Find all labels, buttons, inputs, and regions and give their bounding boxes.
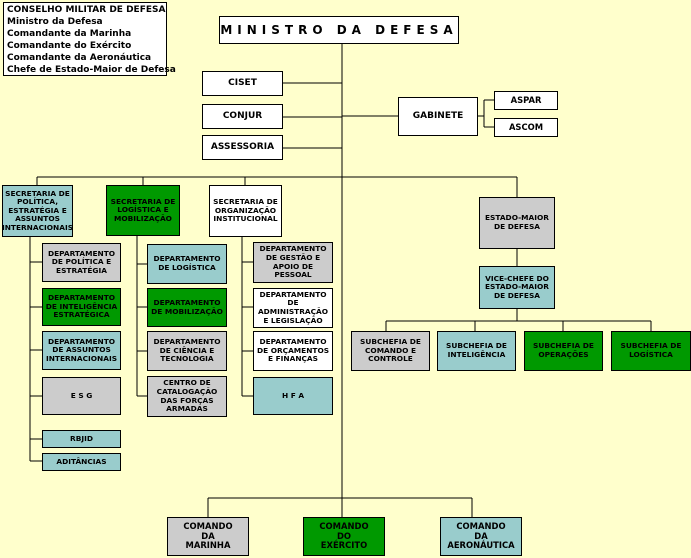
council-member: Comandante da Aeronáutica: [7, 53, 152, 64]
depto-gestao-pessoal[interactable]: DEPARTAMENTO DE GESTÃO E APOIO DE PESSOA…: [253, 242, 333, 283]
hfa-box[interactable]: H F A: [253, 377, 333, 415]
council-member: Comandante da Marinha: [7, 29, 132, 40]
aspar-box[interactable]: ASPAR: [494, 91, 558, 110]
gabinete-box[interactable]: GABINETE: [398, 97, 478, 136]
subchefia-logistica[interactable]: SUBCHEFIA DE LOGÍSTICA: [611, 331, 691, 371]
council-title: CONSELHO MILITAR DE DEFESA: [7, 5, 166, 15]
depto-inteligencia-estrategica[interactable]: DEPARTAMENTO DE INTELIGÊNCIA ESTRATÉGICA: [42, 288, 121, 326]
secretaria-logistica-mobilizacao[interactable]: SECRETARIA DE LOGÍSTICA E MOBILIZAÇÃO: [106, 185, 180, 236]
council-member: Comandante do Exército: [7, 41, 132, 52]
subchefia-inteligencia[interactable]: SUBCHEFIA DE INTELIGÊNCIA: [437, 331, 516, 371]
subchefia-operacoes[interactable]: SUBCHEFIA DE OPERAÇÕES: [524, 331, 603, 371]
secretaria-politica-estrategia[interactable]: SECRETARIA DE POLÍTICA, ESTRATÉGIA E ASS…: [2, 185, 73, 237]
secretaria-organizacao-institucional[interactable]: SECRETARIA DE ORGANIZAÇÃO INSTITUCIONAL: [209, 185, 282, 237]
vice-chefe-box[interactable]: VICE-CHEFE DO ESTADO-MAIOR DE DEFESA: [479, 266, 555, 309]
minister-box[interactable]: MINISTRO DA DEFESA: [219, 16, 459, 44]
aditancias-box[interactable]: ADITÂNCIAS: [42, 453, 121, 471]
council-panel: CONSELHO MILITAR DE DEFESA Ministro da D…: [3, 2, 176, 76]
estado-maior-box[interactable]: ESTADO-MAIOR DE DEFESA: [479, 197, 555, 249]
comando-aeronautica[interactable]: COMANDO DA AERONÁUTICA: [440, 517, 522, 556]
esg-box[interactable]: E S G: [42, 377, 121, 415]
depto-politica-estrategia[interactable]: DEPARTAMENTO DE POLÍTICA E ESTRATÉGIA: [42, 243, 121, 282]
ascom-box[interactable]: ASCOM: [494, 118, 558, 137]
assessoria-box[interactable]: ASSESSORIA: [202, 135, 283, 160]
centro-catalogacao[interactable]: CENTRO DE CATALOGAÇÃO DAS FORÇAS ARMADAS: [147, 376, 227, 417]
comando-exercito[interactable]: COMANDO DO EXÉRCITO: [303, 517, 385, 556]
depto-mobilizacao[interactable]: DEPARTAMENTO DE MOBILIZAÇÃO: [147, 288, 227, 327]
subchefia-comando-controle[interactable]: SUBCHEFIA DE COMANDO E CONTROLE: [351, 331, 430, 371]
depto-logistica[interactable]: DEPARTAMENTO DE LOGÍSTICA: [147, 244, 227, 284]
comando-marinha[interactable]: COMANDO DA MARINHA: [167, 517, 249, 556]
council-member: Chefe de Estado-Maior de Defesa: [7, 65, 176, 76]
depto-assuntos-internacionais[interactable]: DEPARTAMENTO DE ASSUNTOS INTERNACIONAIS: [42, 331, 121, 370]
conjur-box[interactable]: CONJUR: [202, 104, 283, 129]
ciset-box[interactable]: CISET: [202, 71, 283, 96]
depto-administracao-legislacao[interactable]: DEPARTAMENTO DE ADMINISTRAÇÃO E LEGISLAÇ…: [253, 288, 333, 328]
council-member: Ministro da Defesa: [7, 17, 103, 28]
depto-orcamentos-financas[interactable]: DEPARTAMENTO DE ORÇAMENTOS E FINANÇAS: [253, 331, 333, 371]
depto-ciencia-tecnologia[interactable]: DEPARTAMENTO DE CIÊNCIA E TECNOLOGIA: [147, 331, 227, 371]
rbjid-box[interactable]: RBJID: [42, 430, 121, 448]
